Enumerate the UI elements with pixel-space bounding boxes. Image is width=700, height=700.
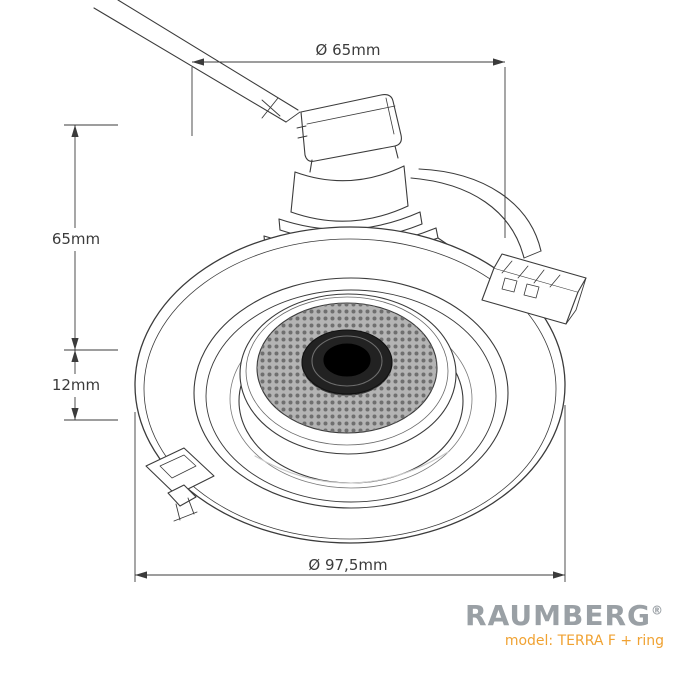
brand-model: model: TERRA F + ring bbox=[504, 632, 664, 649]
dim-left-heights: 65mm 12mm bbox=[50, 124, 118, 421]
junction-box bbox=[296, 94, 402, 162]
reflector-and-led bbox=[239, 293, 457, 455]
brand-text: RAUMBERG bbox=[465, 599, 651, 632]
dim-ring-height-label: 12mm bbox=[52, 376, 100, 394]
brand-name: RAUMBERG® bbox=[465, 599, 664, 632]
mains-connector bbox=[410, 168, 587, 325]
branding-block: RAUMBERG® model: TERRA F + ring bbox=[465, 599, 664, 649]
mounting-clip bbox=[145, 447, 215, 522]
registered-mark-icon: ® bbox=[651, 603, 664, 618]
dim-top-label: Ø 65mm bbox=[316, 41, 381, 59]
dimension-annotations: Ø 65mm 65mm 12mm bbox=[50, 41, 566, 582]
dim-bottom-label: Ø 97,5mm bbox=[308, 556, 387, 574]
dim-height-label: 65mm bbox=[52, 230, 100, 248]
supply-wires bbox=[93, 0, 301, 123]
dim-top-diameter: Ø 65mm bbox=[191, 41, 506, 238]
downlight-fixture-illustration bbox=[93, 0, 587, 544]
dim-bottom-diameter: Ø 97,5mm bbox=[134, 405, 566, 582]
